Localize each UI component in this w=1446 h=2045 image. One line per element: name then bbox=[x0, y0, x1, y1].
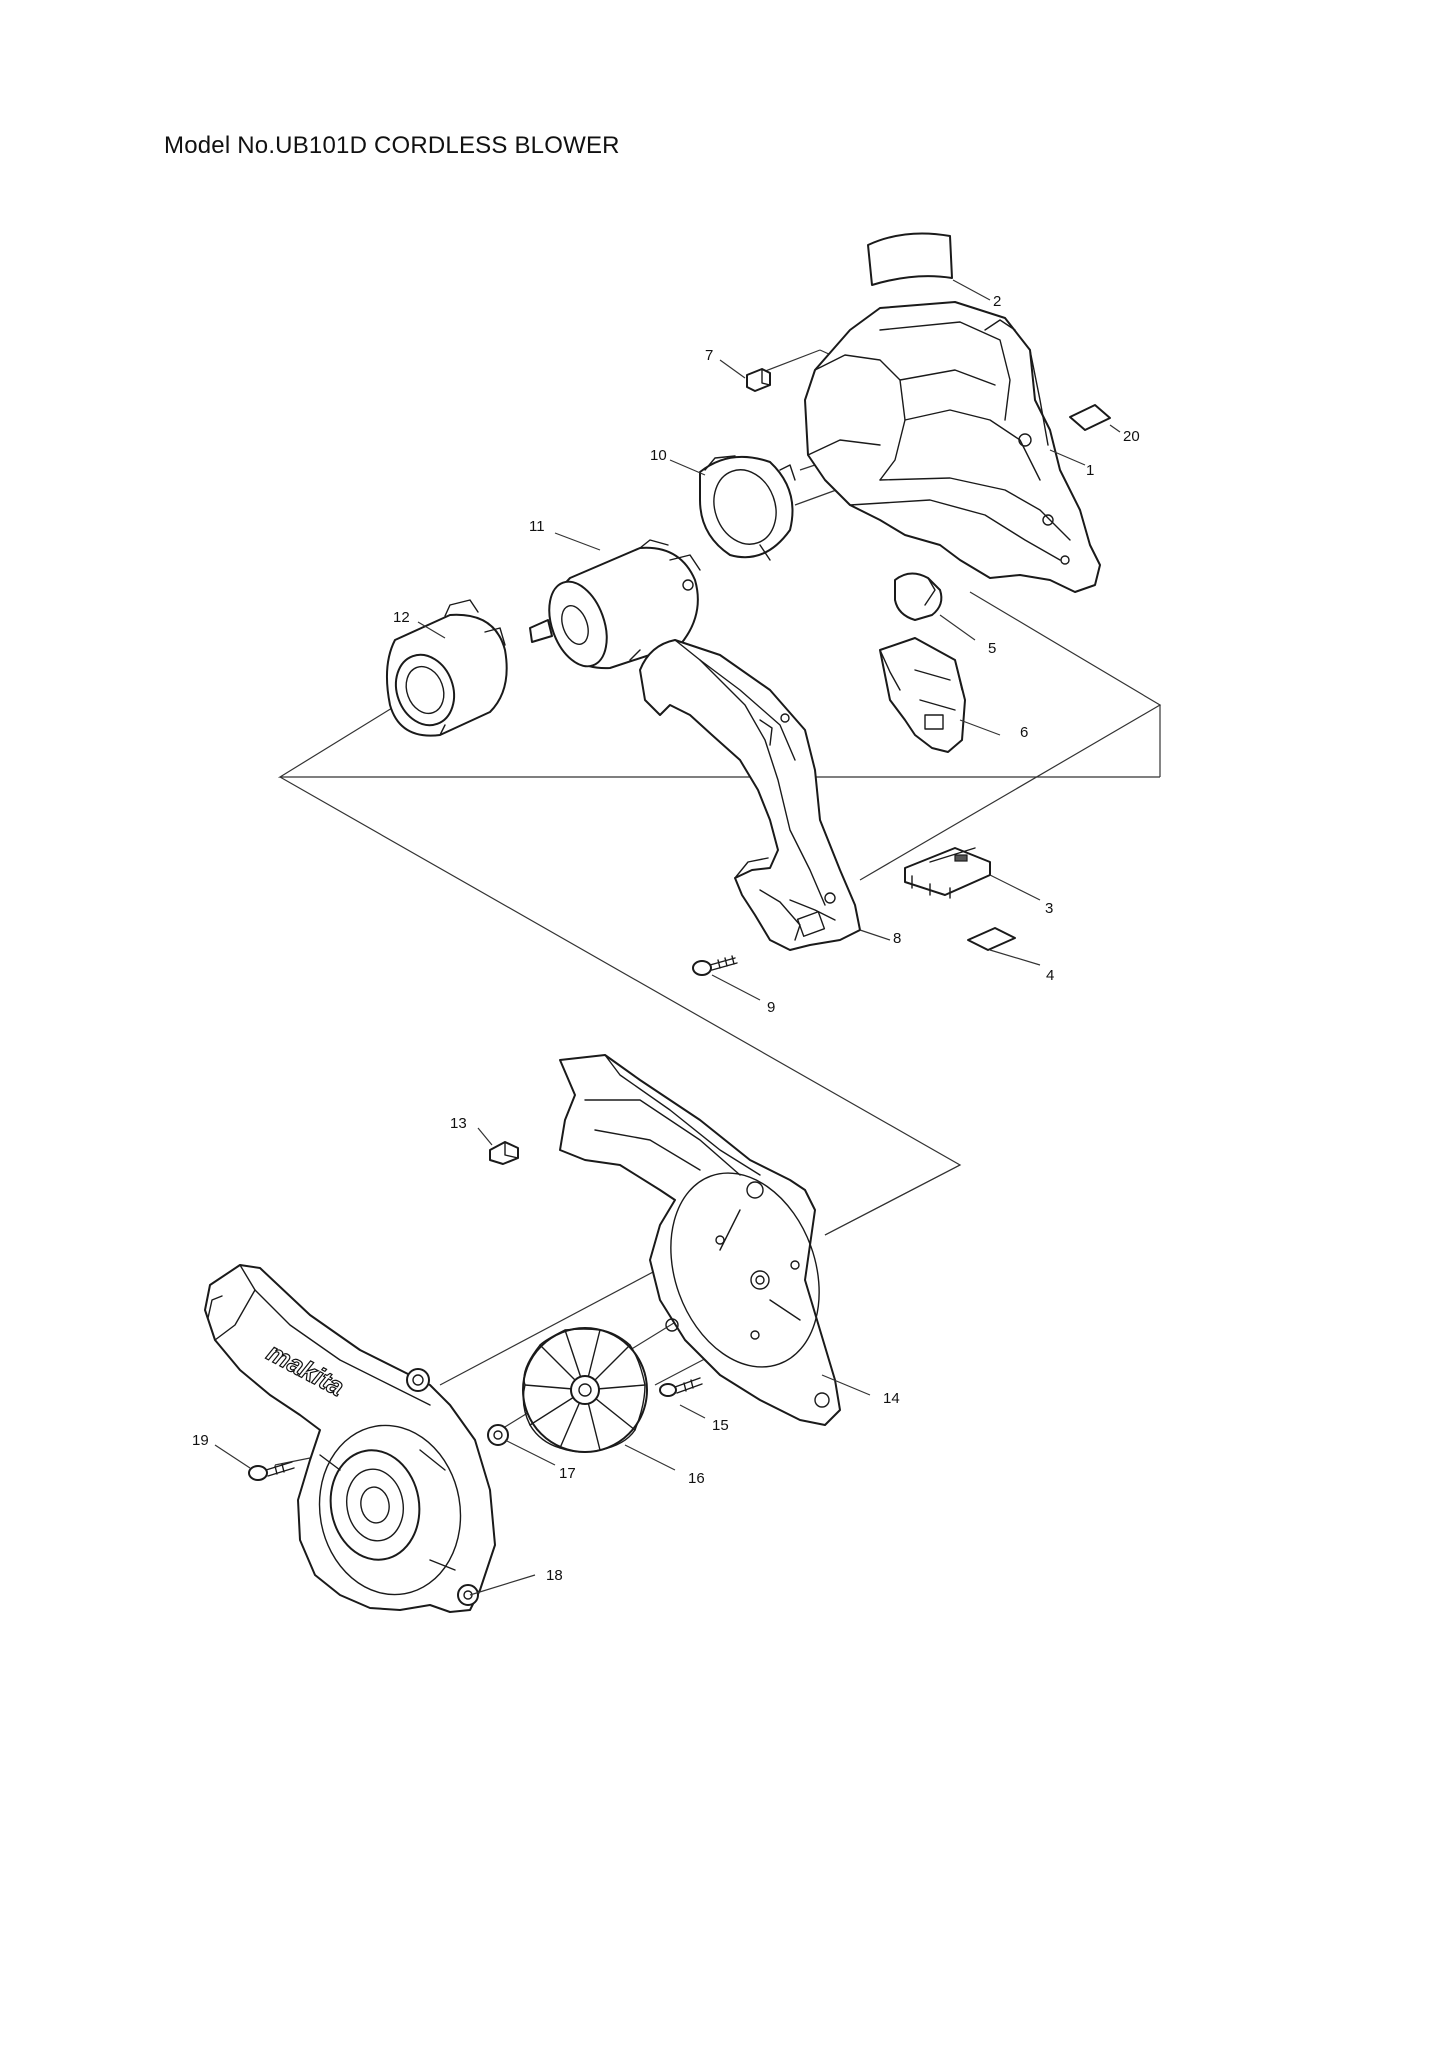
callout-3: 3 bbox=[1045, 900, 1053, 917]
callout-18: 18 bbox=[546, 1567, 563, 1584]
part-11-dc-motor bbox=[529, 539, 701, 670]
part-1-motor-housing bbox=[804, 301, 1101, 593]
callout-13: 13 bbox=[450, 1115, 467, 1132]
part-16-fan-impeller bbox=[522, 1327, 648, 1453]
callout-7: 7 bbox=[705, 347, 713, 364]
part-6-switch bbox=[879, 637, 966, 753]
part-3-terminal bbox=[904, 847, 991, 899]
part-18-front-housing: makita bbox=[204, 1264, 496, 1613]
top-callout-leaders bbox=[417, 279, 1121, 1001]
callout-20: 20 bbox=[1123, 428, 1140, 445]
callout-4: 4 bbox=[1046, 967, 1054, 984]
page-title: Model No.UB101D CORDLESS BLOWER bbox=[164, 132, 620, 159]
part-13-clip bbox=[489, 1141, 519, 1165]
callout-14: 14 bbox=[883, 1390, 900, 1407]
callout-6: 6 bbox=[1020, 724, 1028, 741]
callout-1: 1 bbox=[1086, 462, 1094, 479]
part-12-fan-guide bbox=[386, 599, 508, 737]
bottom-callout-leaders bbox=[214, 1127, 871, 1596]
part-2-label-sheet bbox=[867, 232, 953, 286]
callout-10: 10 bbox=[650, 447, 667, 464]
part-14-fan-housing bbox=[559, 1054, 841, 1426]
part-15-screw bbox=[659, 1377, 703, 1397]
callout-17: 17 bbox=[559, 1465, 576, 1482]
part-19-screw bbox=[248, 1461, 295, 1481]
callout-16: 16 bbox=[688, 1470, 705, 1487]
part-17-nut bbox=[487, 1424, 509, 1446]
part-7-terminal-clip bbox=[746, 368, 771, 392]
callout-numbers: 1 2 3 4 5 6 7 8 9 10 11 12 13 14 15 16 1… bbox=[192, 293, 1140, 1584]
part-8-handle bbox=[639, 639, 861, 951]
part-5-switch-knob bbox=[894, 572, 943, 621]
part-20-small-label bbox=[1069, 404, 1111, 431]
part-10-motor-holder bbox=[699, 455, 796, 561]
callout-5: 5 bbox=[988, 640, 996, 657]
part-4-plate bbox=[967, 927, 1016, 951]
part-9-screw bbox=[692, 955, 738, 976]
callout-9: 9 bbox=[767, 999, 775, 1016]
callout-2: 2 bbox=[993, 293, 1001, 310]
callout-12: 12 bbox=[393, 609, 410, 626]
callout-11: 11 bbox=[529, 518, 545, 535]
callout-15: 15 bbox=[712, 1417, 729, 1434]
callout-8: 8 bbox=[893, 930, 901, 947]
callout-19: 19 bbox=[192, 1432, 209, 1449]
